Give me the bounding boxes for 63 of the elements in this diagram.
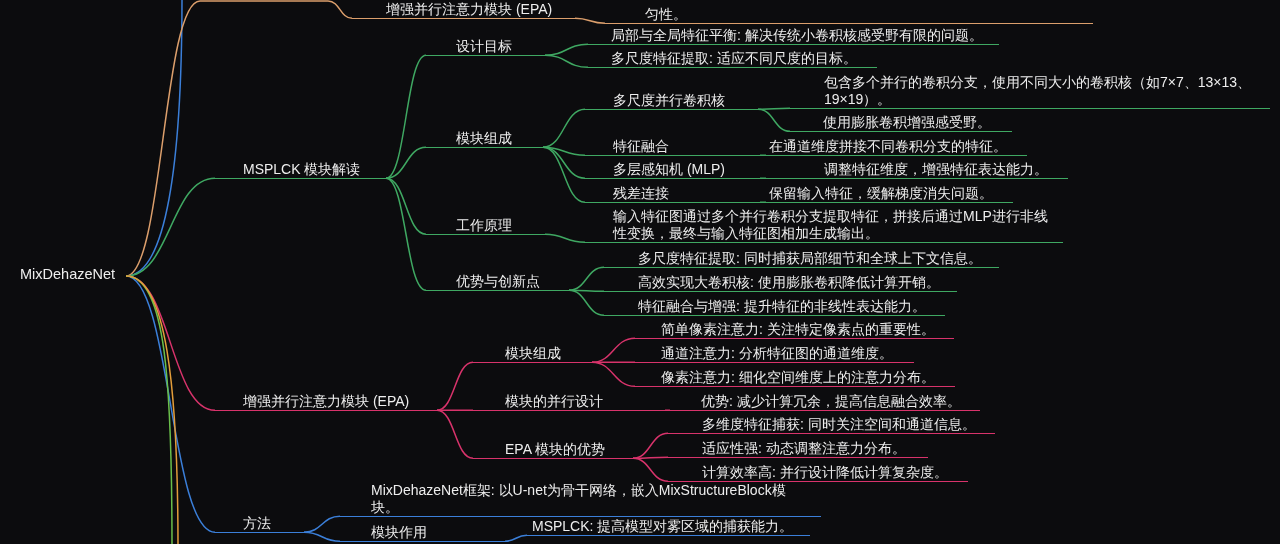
topic-label: 简单像素注意力: 关注特定像素点的重要性。: [635, 321, 954, 339]
branch-line: [632, 456, 669, 459]
topic-label: MixDehazeNet框架: 以U-net为骨干网络，嵌入MixStructureBlock模块。: [340, 482, 821, 517]
branch-line: [436, 409, 474, 459]
topic-label: MSPLCK: 提高模型对雾区域的捕获能力。: [527, 518, 810, 536]
topic-label: 在通道维度拼接不同卷积分支的特征。: [766, 138, 1027, 156]
topic-label: 特征融合与增强: 提升特征的非线性表达能力。: [604, 298, 945, 316]
branch-line: [759, 154, 767, 156]
branch-line: [544, 233, 586, 243]
topic-label: 残差连接: [585, 185, 760, 203]
topic-label: 增强并行注意力模块 (EPA): [215, 393, 437, 411]
topic-label: 多层感知机 (MLP): [585, 161, 760, 179]
branch-line: [568, 289, 605, 316]
topic-label: MSPLCK 模块解读: [215, 161, 386, 179]
branch-line: [759, 201, 767, 203]
branch-line: [632, 457, 669, 482]
topic-label: 增强并行注意力模块 (EPA): [352, 1, 575, 19]
topic-label: 匀性。: [605, 6, 1093, 24]
topic-label: 模块组成: [426, 130, 543, 148]
topic-label: 计算效率高: 并行设计降低计算复杂度。: [668, 464, 968, 482]
branch-line: [303, 531, 341, 542]
topic-label: 使用膨胀卷积增强感受野。: [790, 114, 1012, 132]
topic-label: 优势: 减少计算冗余，提高信息融合效率。: [670, 393, 980, 411]
branch-line: [385, 146, 427, 179]
branch-line: [504, 534, 528, 542]
topic-label: 模块组成: [473, 345, 592, 363]
topic-label: 工作原理: [426, 217, 545, 235]
branch-line: [759, 177, 767, 179]
topic-label: 方法: [215, 515, 304, 533]
topic-label: 适应性强: 动态调整注意力分布。: [668, 440, 928, 458]
topic-label: 输入特征图通过多个并行卷积分支提取特征，拼接后通过MLP进行非线性变换，最终与输入特征图相加生成输出。: [585, 208, 1063, 243]
branch-line: [664, 409, 671, 411]
topic-label: 特征融合: [585, 138, 760, 156]
topic-label: 包含多个并行的卷积分支，使用不同大小的卷积核（如7×7、13×13、19×19）。: [790, 74, 1270, 109]
topic-label: 局部与全局特征平衡: 解决传统小卷积核感受野有限的问题。: [588, 27, 999, 45]
topic-label: 多尺度特征提取: 同时捕获局部细节和全球上下文信息。: [604, 250, 999, 268]
root-topic: MixDehazeNet: [18, 266, 126, 283]
topic-label: 通道注意力: 分析特征图的通道维度。: [635, 345, 914, 363]
branch-line: [436, 361, 474, 411]
topic-label: 多维度特征捕获: 同时关注空间和通道信息。: [668, 416, 995, 434]
topic-label: 设计目标: [426, 38, 545, 56]
topic-label: 调整特征维度，增强特征表达能力。: [766, 161, 1068, 179]
branch-line: [591, 361, 636, 387]
branch-line: [591, 337, 636, 363]
topic-label: 模块的并行设计: [473, 393, 665, 411]
topic-label: 多尺度并行卷积核: [585, 92, 758, 110]
topic-label: 像素注意力: 细化空间维度上的注意力分布。: [635, 369, 955, 387]
branch-line: [568, 266, 605, 291]
branch-line: [544, 54, 589, 68]
branch-line: [385, 177, 427, 291]
topic-label: 模块作用: [340, 524, 505, 542]
branch-line: [544, 43, 589, 56]
topic-label: 高效实现大卷积核: 使用膨胀卷积降低计算开销。: [604, 274, 957, 292]
topic-label: 保留输入特征，缓解梯度消失问题。: [766, 185, 1013, 203]
branch-line: [542, 146, 586, 203]
branch-line: [542, 108, 586, 148]
branch-line: [574, 17, 606, 24]
topic-label: 多尺度特征提取: 适应不同尺度的目标。: [588, 50, 877, 68]
branch-line: [757, 108, 791, 132]
topic-label: EPA 模块的优势: [473, 441, 633, 459]
topic-label: 优势与创新点: [426, 273, 569, 291]
branch-line: [303, 515, 341, 533]
branch-line: [757, 107, 791, 110]
